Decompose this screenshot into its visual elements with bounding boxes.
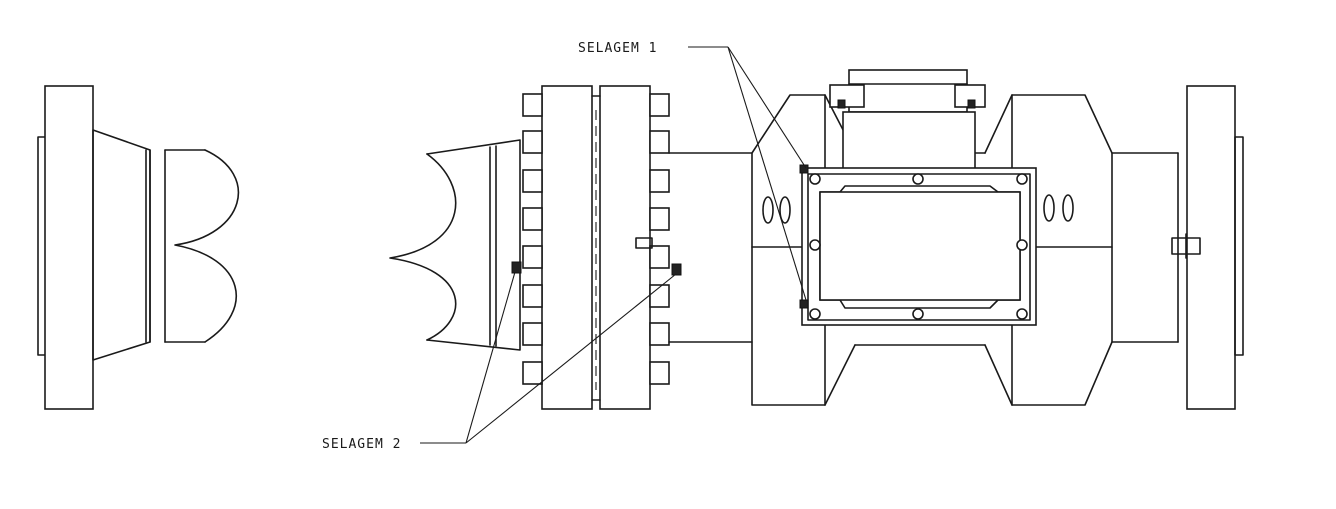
flange-pair bbox=[511, 85, 682, 410]
flange-bolts-right bbox=[649, 93, 670, 385]
seal-2-left-marker bbox=[511, 261, 522, 274]
callout-seal-1: SELAGEM 1 bbox=[578, 41, 807, 301]
seal-1-bottom-marker bbox=[799, 299, 809, 309]
seal-1-top-marker bbox=[799, 164, 809, 174]
flange-bolts-left bbox=[522, 93, 543, 385]
seal-1-label: SELAGEM 1 bbox=[578, 41, 657, 56]
left-pipe-end bbox=[37, 85, 240, 410]
seal-2-right-marker bbox=[671, 263, 682, 276]
seal-2-label: SELAGEM 2 bbox=[322, 437, 401, 452]
inlet-pipe-section bbox=[389, 139, 521, 351]
electronics-enclosure bbox=[799, 164, 1037, 326]
top-housing bbox=[829, 69, 986, 170]
callout-seal-2: SELAGEM 2 bbox=[322, 271, 677, 452]
outlet-pipe-and-flange bbox=[1111, 85, 1244, 410]
